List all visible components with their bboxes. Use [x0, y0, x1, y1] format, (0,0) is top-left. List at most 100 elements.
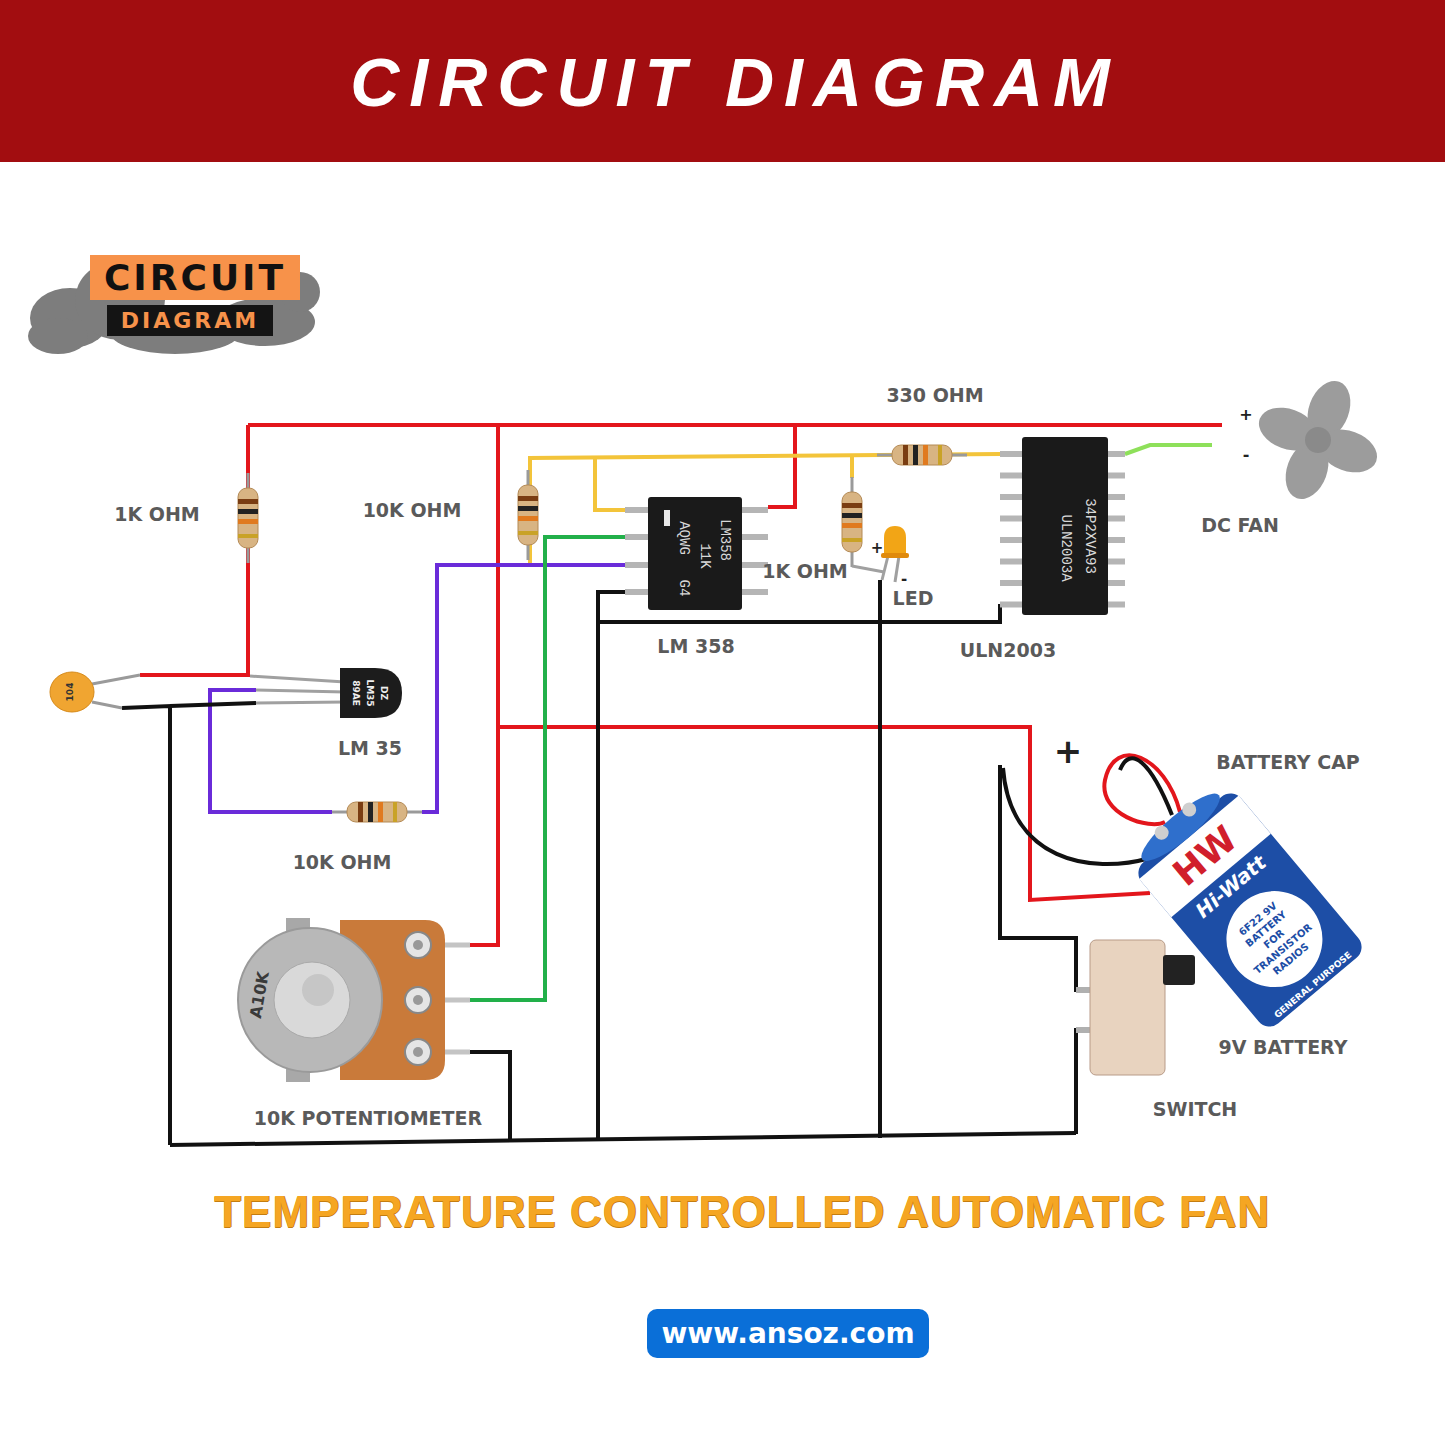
sensor-symbol — [250, 676, 345, 682]
resistor-symbol — [842, 477, 862, 567]
component-label: LED — [893, 588, 934, 610]
component-label: 10K OHM — [363, 500, 462, 522]
wire — [140, 425, 248, 675]
chip-marking: LM35 — [365, 679, 375, 706]
chip-marking: 11K — [697, 543, 713, 568]
driver-chip — [1000, 473, 1022, 479]
fan-symbol — [1253, 375, 1383, 505]
opamp-chip — [625, 589, 648, 595]
polarity-sign: + — [1054, 732, 1083, 771]
driver-chip — [1022, 437, 1108, 615]
led-symbol — [881, 553, 909, 558]
led-symbol — [852, 526, 909, 582]
logo-box: DIAGRAM — [107, 305, 273, 336]
component-label: 330 OHM — [886, 385, 983, 407]
chip-marking: LM358 — [717, 519, 733, 561]
driver-chip — [1000, 602, 1022, 608]
potentiometer-symbol — [405, 932, 431, 1065]
wire — [530, 454, 1000, 565]
wire — [498, 727, 1150, 900]
component-label: DC FAN — [1201, 515, 1279, 537]
led-symbol — [884, 526, 906, 556]
wire — [1003, 768, 1150, 864]
wire — [878, 580, 882, 1138]
chip-marking: AQWG — [676, 521, 692, 555]
component-label: BATTERY CAP — [1216, 752, 1360, 774]
driver-chip — [1000, 451, 1022, 457]
opamp-chip — [625, 562, 648, 568]
page-title: CIRCUIT DIAGRAM — [350, 43, 1120, 121]
driver-chip — [1108, 537, 1125, 543]
chip-marking: ULN2003A — [1058, 514, 1074, 581]
resistor-symbol — [332, 802, 422, 822]
logo-box: CIRCUIT — [90, 255, 300, 300]
component-label: ULN2003 — [960, 640, 1056, 662]
component-label: 10K POTENTIOMETER — [254, 1108, 482, 1130]
component-label: SWITCH — [1153, 1099, 1238, 1121]
driver-chip — [1108, 473, 1125, 479]
wire — [122, 706, 170, 1145]
led-symbol — [895, 556, 899, 582]
resistor-symbol — [238, 473, 258, 563]
driver-chip — [1108, 559, 1125, 565]
driver-chip — [1108, 451, 1125, 457]
wire — [768, 425, 795, 507]
potentiometer-symbol — [413, 995, 423, 1005]
sensor-symbol — [340, 668, 402, 718]
resistor-symbol — [518, 470, 538, 560]
component-label: 10K OHM — [293, 852, 392, 874]
component-label: LM 358 — [657, 636, 734, 658]
wire — [1125, 445, 1212, 454]
potentiometer-symbol — [413, 1047, 423, 1057]
potentiometer-symbol — [302, 974, 334, 1006]
switch-symbol — [1090, 940, 1165, 1075]
potentiometer-symbol — [405, 987, 431, 1013]
resistor-symbol — [238, 445, 967, 822]
wire — [1120, 758, 1172, 815]
wire — [210, 690, 332, 812]
potentiometer-symbol — [274, 962, 350, 1038]
capacitor-symbol — [92, 675, 140, 684]
battery-symbol — [1152, 823, 1172, 843]
switch-symbol — [1163, 955, 1195, 985]
driver-chip — [1108, 494, 1125, 500]
wire — [1000, 765, 1092, 990]
driver-chip — [1000, 494, 1022, 500]
led-symbol — [882, 556, 888, 580]
polarity-sign: + — [871, 540, 884, 557]
component-label: 1K OHM — [114, 504, 200, 526]
wire — [850, 456, 854, 478]
opamp-chip — [625, 497, 768, 610]
component-label: LM 35 — [338, 738, 402, 760]
opamp-chip — [625, 507, 648, 513]
fan-symbol — [1305, 427, 1331, 453]
battery-symbol — [1121, 774, 1367, 1032]
component-label: 1K OHM — [762, 561, 848, 583]
driver-chip — [1000, 559, 1022, 565]
potentiometer-symbol — [413, 940, 423, 1057]
capacitor-code: 104 — [65, 683, 75, 702]
polarity-sign: - — [901, 571, 907, 588]
chip-marking: G4 — [676, 580, 692, 597]
switch-symbol — [1076, 940, 1195, 1075]
component-label: 9V BATTERY — [1219, 1037, 1348, 1059]
potentiometer-symbol — [405, 932, 431, 958]
opamp-chip — [742, 507, 768, 513]
logo-cloud — [28, 318, 88, 354]
wire — [170, 703, 256, 706]
wire — [422, 565, 625, 812]
led-symbol — [852, 566, 884, 572]
opamp-chip — [742, 534, 768, 540]
opamp-chip — [742, 589, 768, 595]
driver-chip — [1000, 437, 1125, 615]
node-label: CIRCUIT — [104, 257, 286, 298]
chip-marking: DZ — [379, 686, 389, 700]
polarity-sign: - — [1243, 446, 1250, 464]
potentiometer-symbol — [405, 1039, 431, 1065]
wire — [1104, 755, 1180, 824]
opamp-chip — [664, 510, 670, 526]
chip-marking: 89AE — [351, 680, 361, 706]
driver-chip — [1108, 516, 1125, 522]
sensor-symbol — [256, 702, 345, 703]
